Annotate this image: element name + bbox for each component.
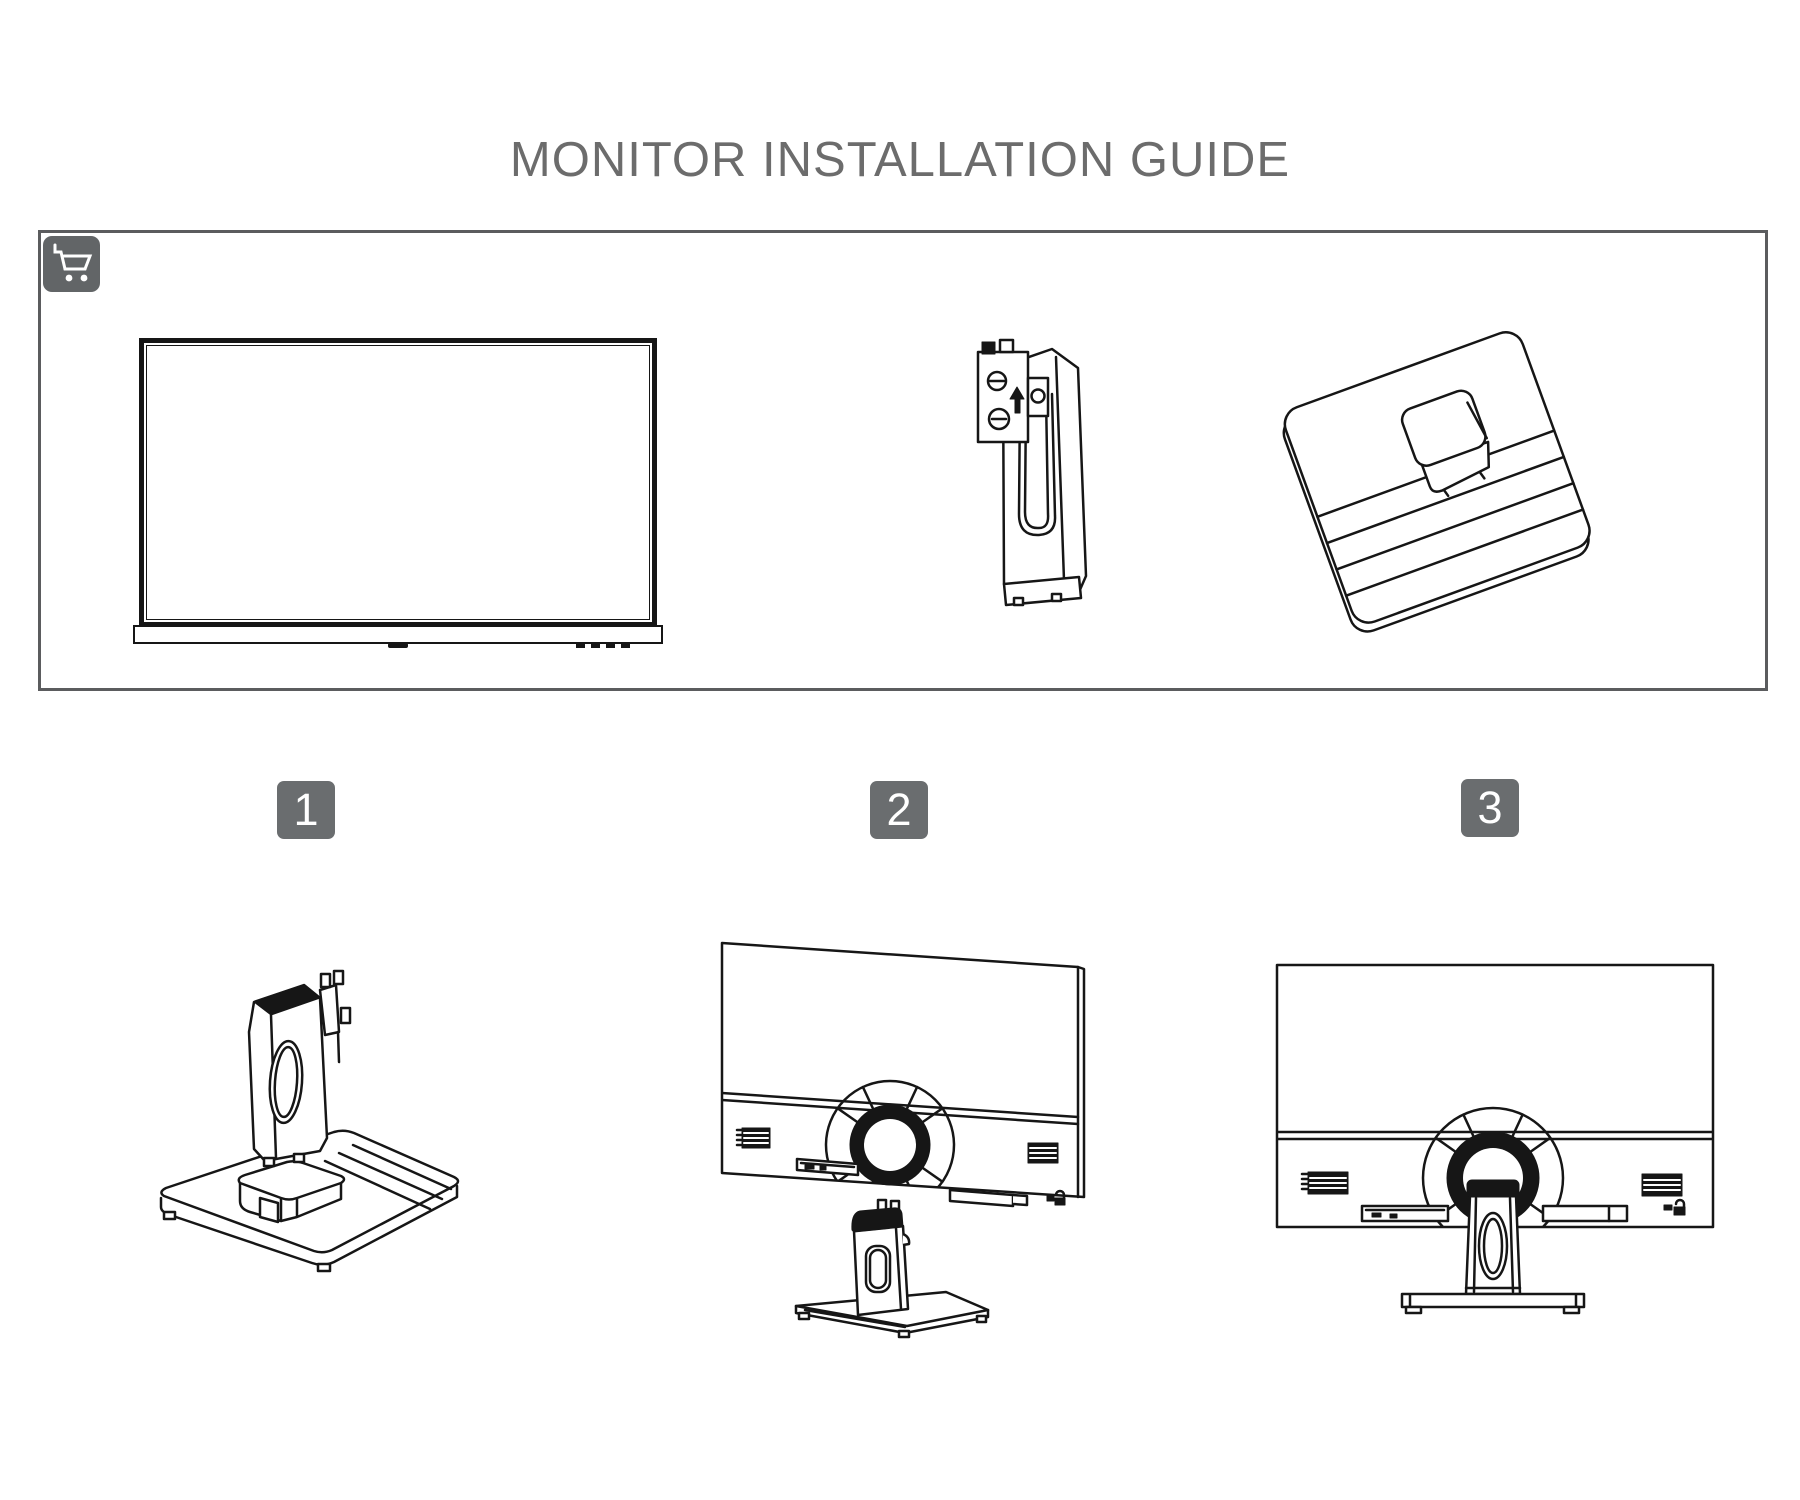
step-2-number: 2 (886, 784, 912, 835)
step-3-badge: 3 (1461, 779, 1519, 837)
monitor-back (720, 941, 1086, 1208)
vesa-outer-circle (824, 1079, 956, 1197)
step-3-number: 3 (1477, 782, 1503, 833)
arrow-up-icon (1014, 397, 1021, 414)
base-mount-boss (237, 1159, 346, 1224)
step-1-number: 1 (293, 784, 319, 835)
mount-bracket (976, 338, 1050, 444)
vent-left (1300, 1171, 1349, 1195)
step-2-badge: 2 (870, 781, 928, 839)
vesa-outer-circle (1421, 1106, 1565, 1227)
monitor-button (591, 644, 600, 648)
monitor-screen-inner-line (146, 345, 650, 620)
stand-base-illustration (1282, 331, 1591, 633)
slot-right (1541, 1204, 1629, 1223)
stand-assembly (794, 1198, 990, 1339)
stand-riser (247, 969, 352, 1168)
lock-icon (1046, 1189, 1066, 1206)
step-2-illustration (720, 941, 1086, 1339)
vent-right (1027, 1142, 1059, 1164)
stand-riser-illustration (976, 338, 1088, 607)
step-3-illustration (1275, 963, 1715, 1315)
page-title: MONITOR INSTALLATION GUIDE (509, 133, 1291, 187)
cart-glyph (53, 243, 93, 282)
slot-right (948, 1188, 1015, 1208)
monitor-bottom-bezel (133, 625, 663, 644)
stand-base (1400, 1292, 1586, 1309)
vent-right (1641, 1173, 1683, 1197)
package-contents-box (38, 230, 1768, 691)
monitor-stand-notch (388, 643, 408, 648)
base-mount-boss (1400, 389, 1491, 498)
shopping-cart-icon (43, 236, 100, 292)
stand-assembly (1400, 1179, 1586, 1315)
monitor-button (606, 644, 615, 648)
step-1-badge: 1 (277, 781, 335, 839)
vent-left (735, 1127, 771, 1149)
monitor-front-illustration (133, 338, 663, 648)
monitor-button (576, 644, 585, 648)
lock-icon (1663, 1198, 1686, 1216)
step-1-illustration (159, 969, 460, 1273)
monitor-screen (139, 338, 657, 627)
monitor-button (621, 644, 630, 648)
